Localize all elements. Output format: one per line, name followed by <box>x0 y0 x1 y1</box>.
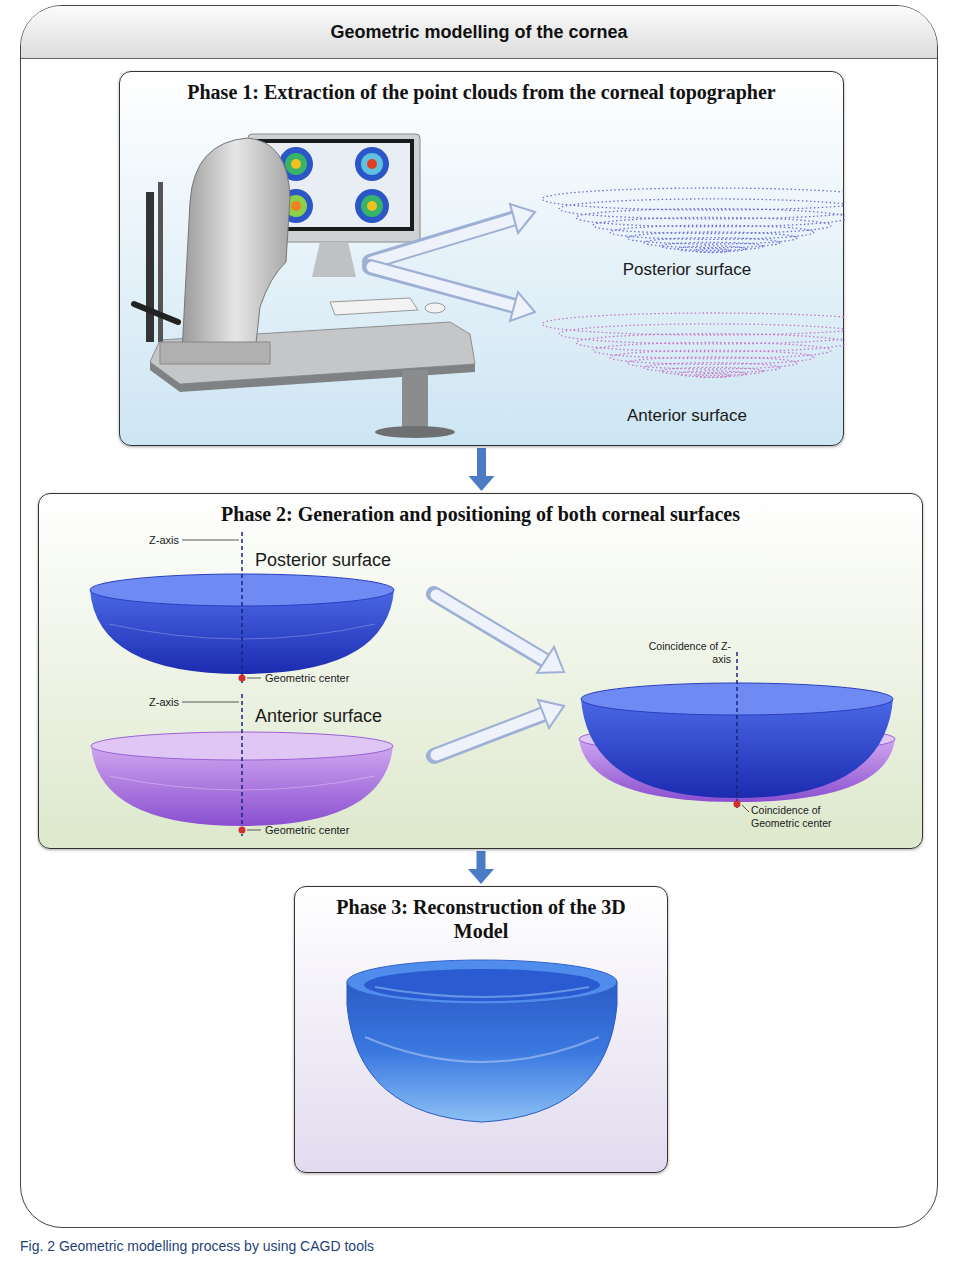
illustration-part <box>436 595 545 660</box>
illustration-part <box>695 374 729 378</box>
illustration-part <box>239 675 246 682</box>
illustration-part <box>367 159 377 169</box>
illustration-part <box>627 357 797 369</box>
illustration-part <box>542 188 845 210</box>
illustration-part <box>510 292 535 321</box>
illustration-part <box>134 304 178 322</box>
illustration-part <box>361 153 383 175</box>
illustration-part <box>375 987 589 997</box>
flow-arrow <box>469 448 495 491</box>
illustration-part <box>542 313 845 335</box>
annotation-label: Z-axis <box>139 696 179 709</box>
illustration-part <box>434 714 544 756</box>
illustration-part <box>182 138 290 352</box>
illustration-part <box>644 363 780 373</box>
illustration-part <box>434 594 546 661</box>
illustration-part <box>241 694 243 836</box>
illustration-part <box>542 313 845 378</box>
frame-title: Geometric modelling of the cornea <box>21 6 937 59</box>
illustration-part <box>538 700 564 728</box>
illustration-part <box>425 303 445 313</box>
illustration-part <box>355 147 389 181</box>
figure-caption: Fig. 2 Geometric modelling process by us… <box>20 1238 374 1254</box>
annotation-label: Z-axis <box>139 534 179 547</box>
illustration-part <box>365 1037 599 1062</box>
illustration-part <box>364 969 600 1001</box>
arrow-head <box>468 869 494 884</box>
surface-label: Posterior surface <box>607 260 767 280</box>
phase-title: Phase 1: Extraction of the point clouds … <box>120 80 843 104</box>
arrow-head <box>469 476 495 491</box>
phase-title: Phase 2: Generation and positioning of b… <box>39 502 922 526</box>
surfaces-illustration <box>39 494 924 850</box>
illustration-part <box>330 298 418 315</box>
illustration-part <box>542 188 845 253</box>
illustration-part <box>661 367 763 375</box>
illustration-part <box>436 714 543 755</box>
illustration-part <box>291 159 301 169</box>
annotation-label: Coincidence of Geometric center <box>751 804 871 829</box>
illustration-part <box>736 652 738 808</box>
illustration-part <box>372 219 514 262</box>
illustration-part <box>355 189 389 223</box>
flow-arrow <box>468 851 494 884</box>
surface-label: Anterior surface <box>607 406 767 426</box>
illustration-part <box>347 960 617 1004</box>
annotation-label: Geometric center <box>265 824 349 837</box>
illustration-part <box>576 334 845 352</box>
illustration-part <box>695 249 729 253</box>
annotation-label: Coincidence of Z-axis <box>635 640 731 665</box>
illustration-part <box>510 204 535 233</box>
illustration-part <box>160 342 270 364</box>
illustration-part <box>661 242 763 250</box>
arrow-shaft <box>477 851 486 870</box>
illustration-part <box>627 232 797 244</box>
illustration-part <box>537 647 564 673</box>
illustration-part <box>644 238 780 248</box>
illustration-part <box>146 192 154 342</box>
illustration-part <box>370 218 515 262</box>
illustration-part <box>291 201 301 211</box>
phase-title: Phase 3: Reconstruction of the 3D Model <box>321 895 641 943</box>
illustration-part <box>361 195 383 217</box>
phase-box: Phase 2: Generation and positioning of b… <box>38 493 923 849</box>
phase-box: Phase 1: Extraction of the point clouds … <box>119 71 844 446</box>
illustration-part <box>576 209 845 227</box>
illustration-part <box>182 540 239 541</box>
illustration-part <box>247 678 261 679</box>
illustration-part <box>312 242 356 277</box>
illustration-part <box>678 246 746 252</box>
illustration-part <box>370 267 515 306</box>
illustration-part <box>182 702 239 703</box>
illustration-part <box>375 426 455 438</box>
illustration-part <box>239 827 246 834</box>
topographer-illustration <box>120 72 845 447</box>
surface-label: Posterior surface <box>255 550 391 572</box>
illustration-part <box>372 267 514 306</box>
outer-frame: Geometric modelling of the cornea Phase … <box>20 5 938 1228</box>
annotation-label: Geometric center <box>265 672 349 685</box>
illustration-part <box>734 801 741 808</box>
illustration-part <box>678 371 746 377</box>
illustration-part <box>247 830 261 831</box>
illustration-part <box>241 532 243 684</box>
illustration-part <box>285 153 307 175</box>
illustration-part <box>742 805 749 812</box>
surface-label: Anterior surface <box>255 706 382 728</box>
illustration-part <box>402 370 428 430</box>
illustration-part <box>367 201 377 211</box>
phase-box: Phase 3: Reconstruction of the 3D Model <box>294 886 668 1173</box>
arrow-shaft <box>477 448 486 477</box>
